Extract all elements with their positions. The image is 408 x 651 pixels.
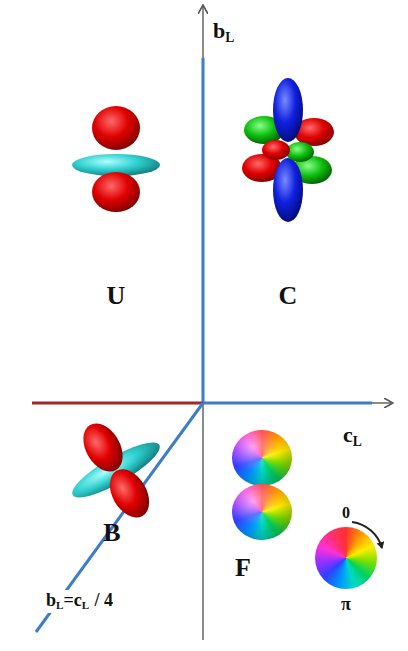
axis-arrow bbox=[370, 402, 392, 404]
label-text: b bbox=[46, 590, 56, 610]
phase-value: π bbox=[341, 595, 351, 613]
axis-line bbox=[202, 403, 204, 640]
axis-arrow bbox=[202, 6, 204, 60]
label-text: b bbox=[213, 18, 225, 43]
axis-label: cL bbox=[343, 424, 362, 449]
subscript: L bbox=[225, 30, 234, 45]
boundary-label: bL=cL/ 4 bbox=[44, 590, 115, 613]
label-text: π bbox=[341, 594, 351, 614]
phase-boundary bbox=[203, 402, 372, 405]
label-text: =c bbox=[63, 590, 81, 610]
phase-boundary bbox=[32, 402, 203, 405]
phase-label: B bbox=[103, 520, 120, 546]
label-text: 0 bbox=[342, 504, 350, 521]
subscript: L bbox=[82, 599, 89, 611]
label-text: C bbox=[279, 281, 298, 310]
subscript: L bbox=[353, 434, 362, 449]
label-text: c bbox=[343, 422, 353, 447]
axis-label: bL bbox=[213, 20, 234, 45]
color-wheel bbox=[315, 527, 377, 589]
phase-label: U bbox=[107, 283, 126, 309]
f-orbital bbox=[232, 430, 292, 486]
label-text: B bbox=[103, 518, 120, 547]
label-text: U bbox=[107, 281, 126, 310]
phase-value: 0 bbox=[342, 505, 350, 521]
subscript: L bbox=[56, 599, 63, 611]
phase-boundary bbox=[36, 403, 203, 632]
label-text: F bbox=[235, 553, 251, 582]
phase-label: C bbox=[279, 283, 298, 309]
phase-label: F bbox=[235, 555, 251, 581]
f-orbital bbox=[232, 484, 292, 540]
phase-boundary bbox=[202, 58, 205, 403]
label-text: / 4 bbox=[95, 590, 114, 610]
c-orbital bbox=[242, 78, 334, 222]
u-orbital bbox=[72, 106, 160, 212]
